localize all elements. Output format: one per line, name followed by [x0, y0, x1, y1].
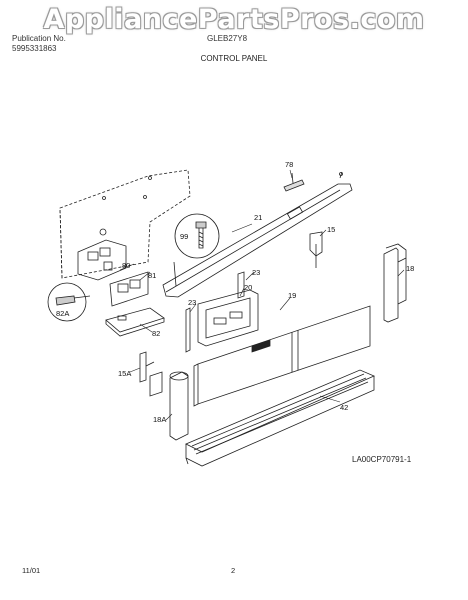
part-21-trim [162, 171, 353, 298]
callout-15: 15 [327, 225, 335, 234]
publication-number: 5995331863 [12, 44, 57, 53]
publication-label: Publication No. [12, 34, 66, 43]
part-78-clip [283, 172, 305, 192]
part-82a-detail [47, 282, 91, 322]
callout-99: 99 [180, 232, 188, 241]
part-99-screw-detail [174, 213, 220, 259]
callout-82: 82 [152, 329, 160, 338]
rear-wall [59, 169, 191, 279]
watermark-logo: AppliancePartsPros.com [43, 4, 425, 35]
callout-23-right: 23 [252, 268, 260, 277]
model-number: GLEB27Y8 [207, 34, 248, 43]
callout-18: 18 [406, 264, 414, 273]
callout-15a: 15A [118, 369, 131, 378]
part-82-control-board [105, 307, 165, 337]
leader-lines [119, 169, 405, 421]
part-18-end-cap-right [383, 243, 407, 323]
part-20-touch-control [197, 289, 259, 347]
part-15a-bracket [139, 351, 155, 383]
figure-reference: LA00CP70791-1 [352, 455, 412, 464]
callout-19: 19 [288, 291, 296, 300]
part-80-relay-board [77, 239, 127, 281]
part-23-bracket-left [185, 307, 191, 353]
callout-18a: 18A [153, 415, 166, 424]
part-15-bracket [309, 231, 323, 268]
callout-82a: 82A [56, 309, 69, 318]
section-title: CONTROL PANEL [200, 54, 268, 63]
footer-date: 11/01 [22, 566, 41, 575]
callout-81: 81 [148, 271, 156, 280]
callout-42: 42 [340, 403, 348, 412]
part-19-control-panel [193, 305, 371, 407]
footer-page-number: 2 [231, 566, 236, 575]
callout-23-left: 23 [188, 298, 196, 307]
callout-20: 20 [244, 283, 252, 292]
callout-78: 78 [285, 160, 293, 169]
callout-80: 80 [122, 261, 130, 270]
part-18a-end-cap-left [149, 371, 189, 441]
part-23-bracket-right [237, 271, 245, 299]
part-81-board [109, 271, 149, 307]
part-42-lower-trim [185, 369, 376, 467]
callout-21: 21 [254, 213, 262, 222]
